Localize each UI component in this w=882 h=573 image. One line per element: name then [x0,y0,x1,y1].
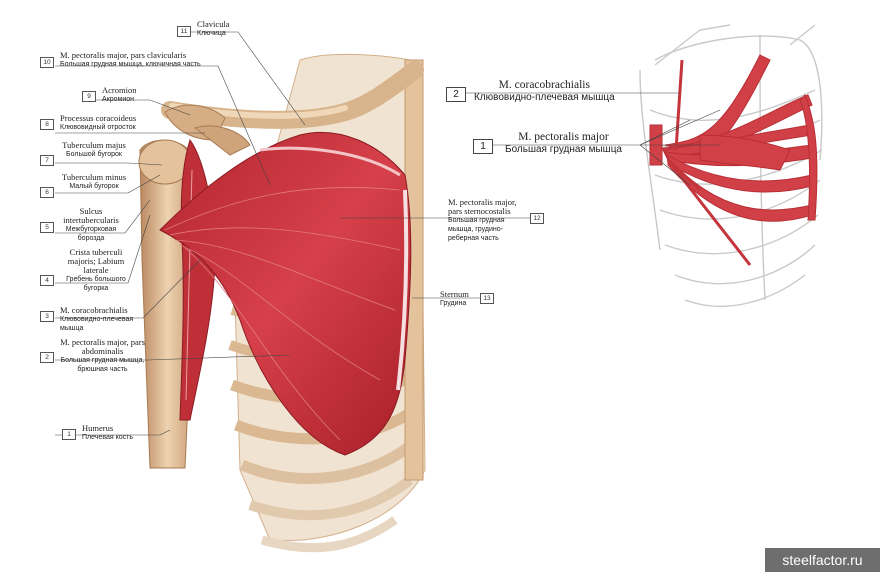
label-number: 8 [40,119,54,130]
label-number: 4 [40,275,54,286]
label-clavicula: Clavicula Ключица [197,19,230,38]
label-crista-tuberculi-majoris: Crista tuberculi majoris; Labium lateral… [66,247,126,293]
label-humerus: Humerus Плечевая кость [82,423,133,442]
label-pectoralis-sternocostal: M. pectoralis major, pars sternocostalis… [448,197,517,243]
pectoralis-major-schematic [649,54,818,222]
label-coracoid-process: Processus coracoideus Клювовидный отрост… [60,113,137,132]
label-acromion: Acromion Акромион [102,85,137,104]
label-pectoralis-major-right: M. pectoralis major Большая грудная мышц… [505,131,622,155]
label-tuberculum-minus: Tuberculum minus Малый бугорок [61,172,127,191]
label-coracobrachialis-right: M. coracobrachialis Клювовидно-плечевая … [474,79,615,103]
coracobrachialis-muscle [179,138,216,421]
label-number: 2 [446,87,466,102]
label-number: 12 [530,213,544,224]
label-pectoralis-clavicular: M. pectoralis major, pars clavicularis Б… [60,50,201,69]
coracobrachialis-schematic [666,59,752,266]
label-number: 13 [480,293,494,304]
label-number: 11 [177,26,191,37]
label-number: 5 [40,222,54,233]
label-number: 9 [82,91,96,102]
label-sulcus-intertubercularis: Sulcus intertubercularis Межбугорковая б… [63,206,119,243]
leader-lines-right [466,92,721,186]
label-number: 6 [40,187,54,198]
leader-lines-left [55,31,530,436]
label-number: 10 [40,57,54,68]
label-number: 1 [473,139,493,154]
label-coracobrachialis: M. coracobrachialis Клювовидно-плечевая … [60,305,134,333]
label-number: 2 [40,352,54,363]
label-sternum: Sternum Грудина [440,289,469,308]
label-number: 1 [62,429,76,440]
label-pectoralis-abdominal: M. pectoralis major, pars abdominalis Бо… [60,337,145,374]
watermark-badge: steelfactor.ru [765,548,880,572]
scapula-processes [164,104,251,156]
label-number: 7 [40,155,54,166]
pectoralis-major-muscle [159,131,412,456]
label-tuberculum-majus: Tuberculum majus Большой бугорок [62,140,126,159]
label-number: 3 [40,311,54,322]
